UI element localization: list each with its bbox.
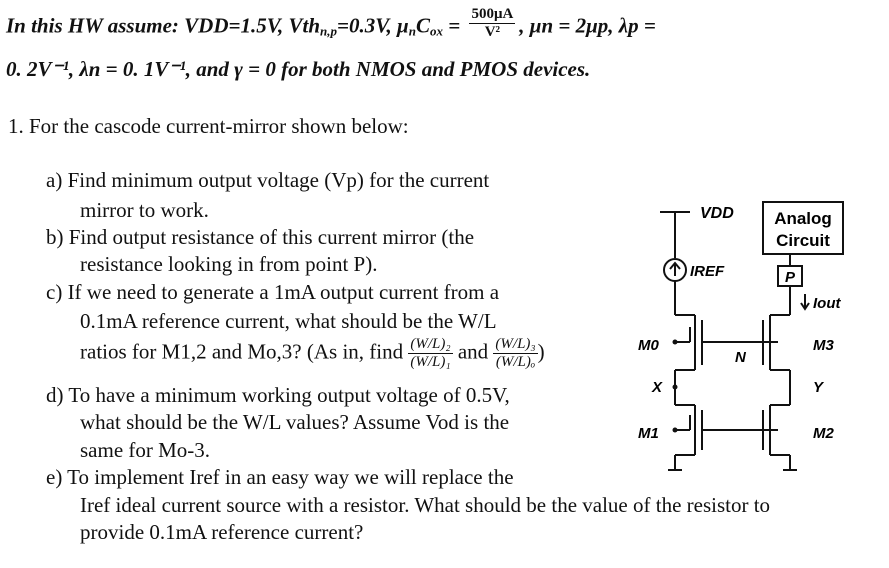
item-e-line-1: e) To implement Iref in an easy way we w… (46, 465, 514, 489)
ratio-21-denominator: (W/L)₁ (410, 354, 451, 370)
assume-text-3: , μn = 2μp, λp = (519, 13, 656, 38)
item-a-line-1: a) Find minimum output voltage (Vp) for … (46, 168, 490, 192)
analog-label-1: Analog (774, 209, 832, 228)
n-label: N (735, 349, 747, 366)
m3-label: M3 (813, 337, 834, 354)
analog-circuit-box (762, 201, 844, 255)
item-d-line-2: what should be the W/L values? Assume Vo… (80, 410, 510, 434)
item-d-line-1: d) To have a minimum working output volt… (46, 383, 510, 407)
x-label: X (651, 379, 663, 396)
analog-label-2: Circuit (776, 231, 830, 250)
ratio-21-numerator: (W/L)₂ (408, 336, 453, 354)
assumption-line-2: 0. 2V⁻¹, λn = 0. 1V⁻¹, and γ = 0 for bot… (6, 57, 591, 81)
kprime-fraction: 500μA V² (469, 6, 516, 41)
iout-label: Iout (813, 295, 841, 312)
cox-subscript: ox (429, 23, 443, 39)
x-node-dot (672, 384, 678, 390)
item-c-line-2: 0.1mA reference current, what should be … (80, 309, 497, 333)
item-c-text: ratios for M1,2 and Mo,3? (As in, find (80, 339, 404, 364)
kprime-denominator: V² (484, 24, 501, 40)
iref-arrow-icon (669, 261, 681, 276)
ratio-fraction-30: (W/L)₃ (W/L)ₒ (493, 336, 538, 371)
item-b-line-2: resistance looking in from point P). (80, 252, 378, 276)
ratio-30-denominator: (W/L)ₒ (495, 354, 536, 370)
item-c-line-1: c) If we need to generate a 1mA output c… (46, 280, 500, 304)
node-dot (672, 427, 678, 433)
p-label: P (785, 269, 796, 286)
and-text: and (457, 339, 489, 364)
vdd-label: VDD (700, 205, 734, 222)
item-a-line-2: mirror to work. (80, 198, 209, 222)
m2-label: M2 (813, 425, 834, 442)
cox-text: C (415, 13, 430, 38)
ratio-30-numerator: (W/L)₃ (493, 336, 538, 354)
question-title: 1. For the cascode current-mirror shown … (8, 114, 409, 138)
node-dot (672, 339, 678, 345)
y-label: Y (813, 379, 825, 396)
m1-label: M1 (638, 425, 659, 442)
item-c-line-3: ratios for M1,2 and Mo,3? (As in, find (… (80, 336, 545, 371)
equals-sign: = (442, 13, 461, 38)
assume-text-2: =0.3V, μ (337, 13, 409, 38)
iref-label: IREF (690, 263, 725, 280)
kprime-numerator: 500μA (469, 6, 516, 24)
item-e-line-2: Iref ideal current source with a resisto… (80, 493, 771, 517)
item-d-line-3: same for Mo-3. (80, 438, 211, 462)
ratio-fraction-21: (W/L)₂ (W/L)₁ (408, 336, 453, 371)
item-b-line-1: b) Find output resistance of this curren… (46, 225, 475, 249)
assumption-line-1: In this HW assume: VDD=1.5V, Vthn,p=0.3V… (6, 6, 656, 45)
iout-arrow-icon (800, 294, 810, 311)
vth-subscript: n,p (320, 23, 338, 39)
m0-label: M0 (638, 337, 659, 354)
item-e-line-3: provide 0.1mA reference current? (80, 520, 364, 544)
close-paren: ) (537, 339, 545, 364)
mu-subscript: n (408, 23, 416, 39)
cascode-mirror-schematic: VDD Analog Circuit IREF P Iout M0 N M3 X… (638, 201, 844, 471)
assume-text-1: In this HW assume: VDD=1.5V, Vth (6, 13, 321, 38)
